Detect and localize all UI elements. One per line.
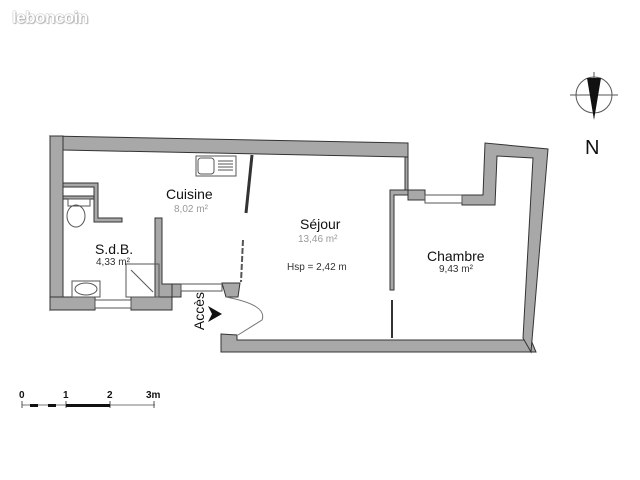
- ceiling-height: Hsp = 2,42 m: [287, 262, 347, 273]
- entrance-arrow-icon: [208, 306, 222, 322]
- room-area-chambre: 9,43 m²: [439, 264, 473, 275]
- toilet-icon: [66, 198, 91, 228]
- scale-bar: [21, 401, 155, 408]
- room-area-sdb: 4,33 m²: [96, 257, 130, 268]
- room-area-sejour: 13,46 m²: [298, 234, 338, 245]
- room-name-sejour: Séjour: [300, 216, 341, 232]
- room-area-cuisine: 8,02 m²: [174, 204, 208, 215]
- room-name-sdb: S.d.B.: [95, 241, 134, 257]
- scale-tick-2: 2: [107, 390, 113, 401]
- north-compass-icon: [570, 72, 618, 120]
- scale-tick-0: 0: [19, 390, 25, 401]
- shower-icon: [125, 263, 160, 298]
- room-name-chambre: Chambre: [427, 248, 485, 264]
- watermark-logo: leboncoin: [12, 8, 88, 27]
- entrance-label: Accès: [191, 291, 208, 331]
- room-name-cuisine: Cuisine: [166, 186, 213, 202]
- kitchen-sink-icon: [195, 155, 237, 177]
- scale-tick-3: 3m: [146, 390, 161, 401]
- scale-tick-1: 1: [63, 390, 69, 401]
- north-label: N: [585, 137, 600, 159]
- washbasin-icon: [71, 280, 101, 298]
